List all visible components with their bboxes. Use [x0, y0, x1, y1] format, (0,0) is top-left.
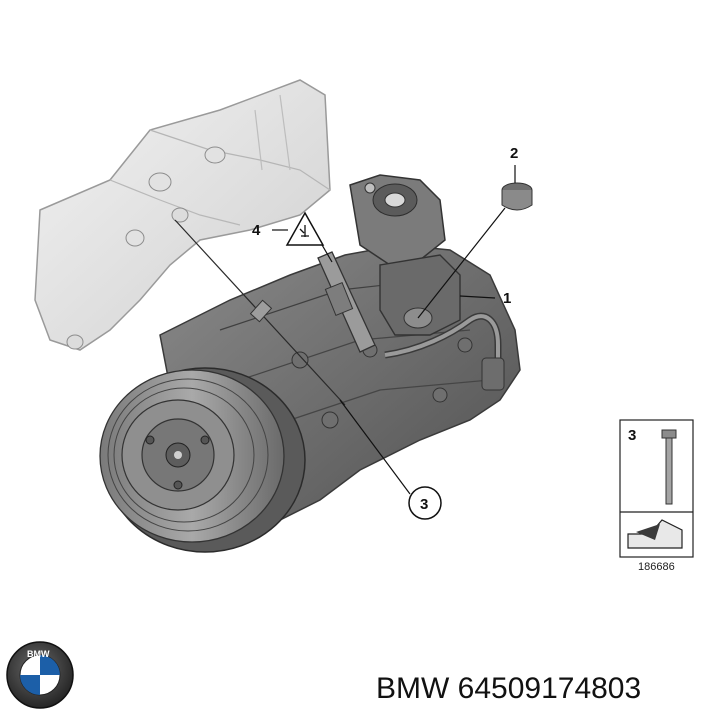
- part-number-footer: BMW 64509174803: [376, 672, 641, 705]
- logo-lettering: BMW: [27, 649, 50, 659]
- cap-part-2: [501, 182, 533, 211]
- warning-triangle-icon: [285, 211, 325, 246]
- bolt-icon: [661, 429, 677, 505]
- pulley: [99, 367, 306, 553]
- callout-3: 3: [420, 496, 428, 513]
- callout-3-circle: [408, 486, 442, 520]
- bmw-logo: BMW: [6, 641, 74, 709]
- drawing-number: 186686: [638, 561, 675, 573]
- arrow-marker-icon: [627, 519, 683, 549]
- inset-part-number: 3: [628, 427, 636, 444]
- bolt-inset: [619, 419, 694, 558]
- callout-4: 4: [252, 222, 261, 239]
- callout-2: 2: [510, 145, 518, 162]
- bolt-line: [174, 219, 346, 406]
- callout-1: 1: [503, 290, 511, 307]
- mounting-bracket: [34, 79, 331, 351]
